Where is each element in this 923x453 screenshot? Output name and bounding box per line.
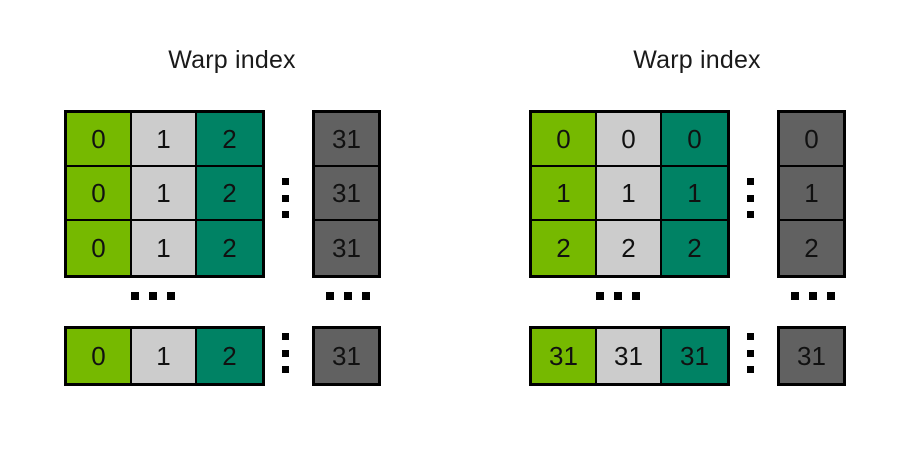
horizontal-ellipsis-icon [131, 292, 175, 300]
panel-left-tail-bottom-cell: 31 [312, 326, 381, 386]
dot [167, 292, 175, 300]
tail-cell: 2 [780, 221, 843, 275]
matrix-cell: 1 [662, 167, 727, 221]
matrix-cell: 1 [532, 167, 597, 221]
bottom-row-cell: 2 [197, 329, 262, 383]
matrix-cell: 1 [132, 221, 197, 275]
panel-left-title: Warp index [168, 46, 296, 74]
matrix-cell: 0 [532, 113, 597, 167]
dot [827, 292, 835, 300]
matrix-cell: 2 [197, 167, 262, 221]
matrix-cell: 0 [597, 113, 662, 167]
bottom-row-cell: 0 [67, 329, 132, 383]
vertical-ellipsis-icon [745, 333, 755, 373]
vertical-ellipsis-icon [280, 333, 290, 373]
dot [281, 349, 289, 357]
dot [281, 178, 289, 185]
matrix-cell: 0 [67, 221, 132, 275]
panel-left-bottom-row: 0 1 2 [64, 326, 265, 386]
dot [281, 366, 289, 373]
tail-cell: 1 [780, 167, 843, 221]
dot [809, 292, 817, 300]
tail-cell: 31 [315, 329, 378, 383]
dot [746, 366, 754, 373]
dot [746, 178, 754, 185]
matrix-cell: 2 [532, 221, 597, 275]
panel-right-matrix: 0 0 0 1 1 1 2 2 2 [529, 110, 730, 278]
tail-cell: 31 [315, 221, 378, 275]
panel-left: Warp index 0 1 2 0 1 2 0 1 2 31 31 31 0 … [32, 0, 432, 453]
dot [362, 292, 370, 300]
dot [149, 292, 157, 300]
dot [791, 292, 799, 300]
tail-cell: 31 [315, 113, 378, 167]
panel-right: Warp index 0 0 0 1 1 1 2 2 2 0 1 2 31 31… [497, 0, 897, 453]
matrix-cell: 1 [132, 113, 197, 167]
dot [746, 333, 754, 340]
panel-left-matrix: 0 1 2 0 1 2 0 1 2 [64, 110, 265, 278]
dot [746, 349, 754, 357]
panel-right-tail-bottom-cell: 31 [777, 326, 846, 386]
dot [344, 292, 352, 300]
matrix-cell: 2 [197, 221, 262, 275]
dot [596, 292, 604, 300]
tail-cell: 0 [780, 113, 843, 167]
dot [614, 292, 622, 300]
panel-right-bottom-row: 31 31 31 [529, 326, 730, 386]
dot [326, 292, 334, 300]
panel-right-title: Warp index [633, 46, 761, 74]
horizontal-ellipsis-icon [791, 292, 835, 300]
bottom-row-cell: 31 [597, 329, 662, 383]
panel-left-tail-column: 31 31 31 [312, 110, 381, 278]
matrix-cell: 1 [597, 167, 662, 221]
dot [131, 292, 139, 300]
matrix-cell: 0 [67, 167, 132, 221]
tail-cell: 31 [315, 167, 378, 221]
matrix-cell: 0 [67, 113, 132, 167]
panel-right-tail-column: 0 1 2 [777, 110, 846, 278]
dot [632, 292, 640, 300]
matrix-cell: 1 [132, 167, 197, 221]
horizontal-ellipsis-icon [326, 292, 370, 300]
dot [746, 194, 754, 202]
vertical-ellipsis-icon [745, 178, 755, 218]
dot [281, 194, 289, 202]
bottom-row-cell: 1 [132, 329, 197, 383]
bottom-row-cell: 31 [532, 329, 597, 383]
matrix-cell: 0 [662, 113, 727, 167]
matrix-cell: 2 [662, 221, 727, 275]
horizontal-ellipsis-icon [596, 292, 640, 300]
matrix-cell: 2 [197, 113, 262, 167]
bottom-row-cell: 31 [662, 329, 727, 383]
dot [281, 211, 289, 218]
dot [746, 211, 754, 218]
matrix-cell: 2 [597, 221, 662, 275]
tail-cell: 31 [780, 329, 843, 383]
vertical-ellipsis-icon [280, 178, 290, 218]
dot [281, 333, 289, 340]
